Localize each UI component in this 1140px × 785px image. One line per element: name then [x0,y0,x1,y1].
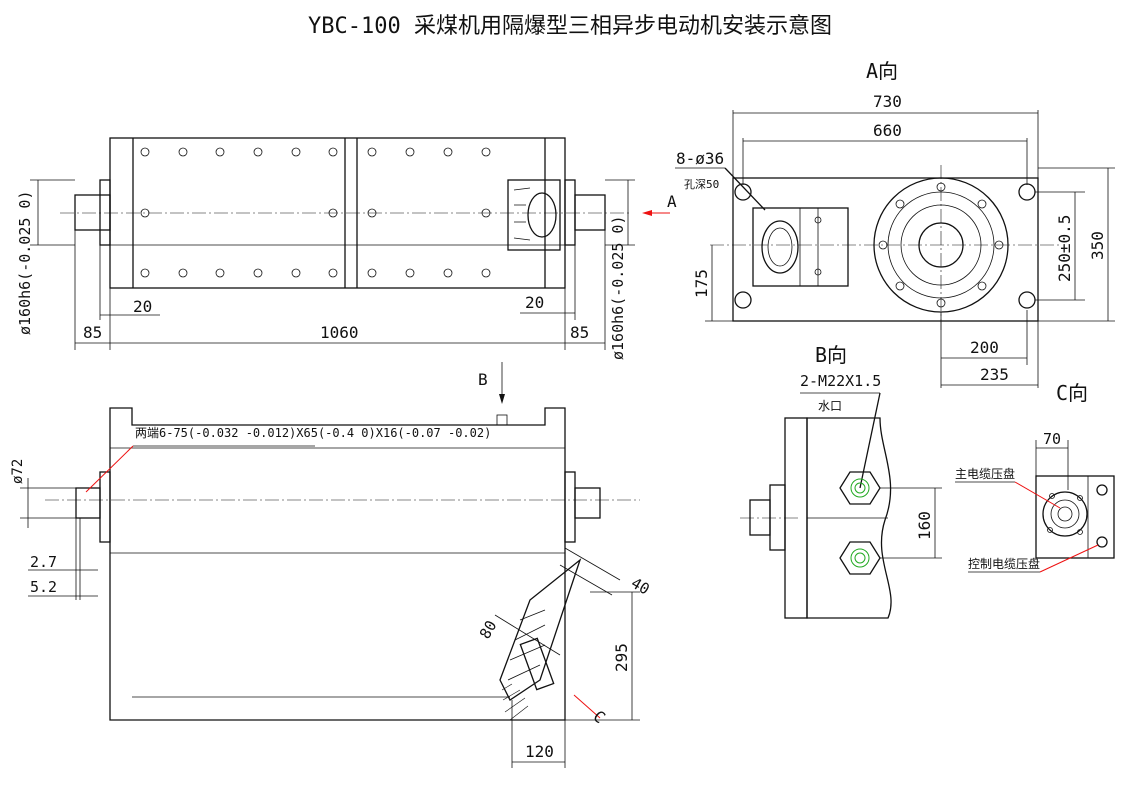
a-view-base [732,177,1039,322]
b-view-title: B向 [815,343,847,367]
bearing-cap-left [99,179,111,246]
dim-80: 80 [476,617,501,642]
b-view-thread: 2-M22X1.5 [800,372,881,390]
drawing-title: YBC-100 采煤机用隔爆型三相异步电动机安装示意图 [308,14,832,39]
view-a-arrow-label: A [667,192,677,211]
side-view: B 两端6-75(-0.032 -0.012)X65(-0.4 0)X16(-0… [10,362,653,768]
bearing-cap-right [564,179,576,246]
dim-20-right: 20 [525,293,544,312]
control-cable-leader [1039,544,1099,573]
dim-1060: 1060 [320,323,359,342]
side-view-body [109,407,566,721]
junction-box [507,179,561,251]
thread-leader [859,392,881,489]
dim-72: ø72 [10,459,26,484]
a-view-title: A向 [866,59,898,83]
b-view: B向 2-M22X1.5 水口 160 [740,343,942,619]
dim-2-7: 2.7 [30,553,57,571]
dim-250: 250±0.5 [1055,215,1074,282]
cable-inlet [499,558,582,701]
junction-box-cover [527,192,557,238]
c-view: C向 70 主电缆压盘 控制电缆压盘 [955,381,1115,573]
dim-160: 160 [915,511,934,540]
dim-660: 660 [873,121,902,140]
hole-depth: 孔深50 [684,178,719,191]
main-cable-label: 主电缆压盘 [955,466,1015,481]
b-view-body [806,417,892,619]
dim-120: 120 [525,742,554,761]
water-port-upper [839,471,881,505]
dim-730: 730 [873,92,902,111]
side-shaft-right [574,487,601,519]
control-cable-label: 控制电缆压盘 [968,556,1040,571]
water-port-lower [839,541,881,575]
dim-235: 235 [980,365,1009,384]
junction-box-fins [513,187,531,241]
c-view-plate [1035,475,1115,559]
control-cable-gland-upper [1096,484,1108,496]
dim-20-left: 20 [133,297,152,316]
dim-175: 175 [692,269,711,298]
dim-85-right: 85 [570,323,589,342]
key-note-leader [85,445,134,493]
holes-leader [724,167,766,211]
view-c-arrow [573,694,601,719]
key-note: 两端6-75(-0.032 -0.012)X65(-0.4 0)X16(-0.0… [135,426,491,440]
a-view-mount-holes [734,183,1036,309]
control-cable-gland-lower [1096,536,1108,548]
b-view-water: 水口 [818,399,842,413]
front-view: ø160h6(-0.025 0) ø160h6(-0.025 0) 20 20 … [16,137,677,361]
dim-200: 200 [970,338,999,357]
dim-70: 70 [1043,430,1061,448]
shaft-right [574,194,606,231]
a-view: A向 730 660 8- [675,59,1115,388]
main-cable-leader [1014,481,1061,509]
dim-85-left: 85 [83,323,102,342]
a-view-junction-box [752,207,849,287]
main-cable-gland [1042,491,1088,537]
c-view-title: C向 [1056,381,1088,405]
front-bolts [140,147,491,278]
dim-5-2: 5.2 [30,578,57,596]
view-b-arrow-label: B [478,370,488,389]
view-c-arrow-label: C [589,707,609,728]
side-shaft-left [75,487,101,519]
holes-spec: 8-ø36 [676,149,724,168]
shaft-dia-label-right: ø160h6(-0.025 0) [609,216,627,361]
shaft-dia-label-left: ø160h6(-0.025 0) [16,191,34,336]
dim-295: 295 [612,643,631,672]
dim-350: 350 [1088,231,1107,260]
shaft-left [74,194,111,231]
